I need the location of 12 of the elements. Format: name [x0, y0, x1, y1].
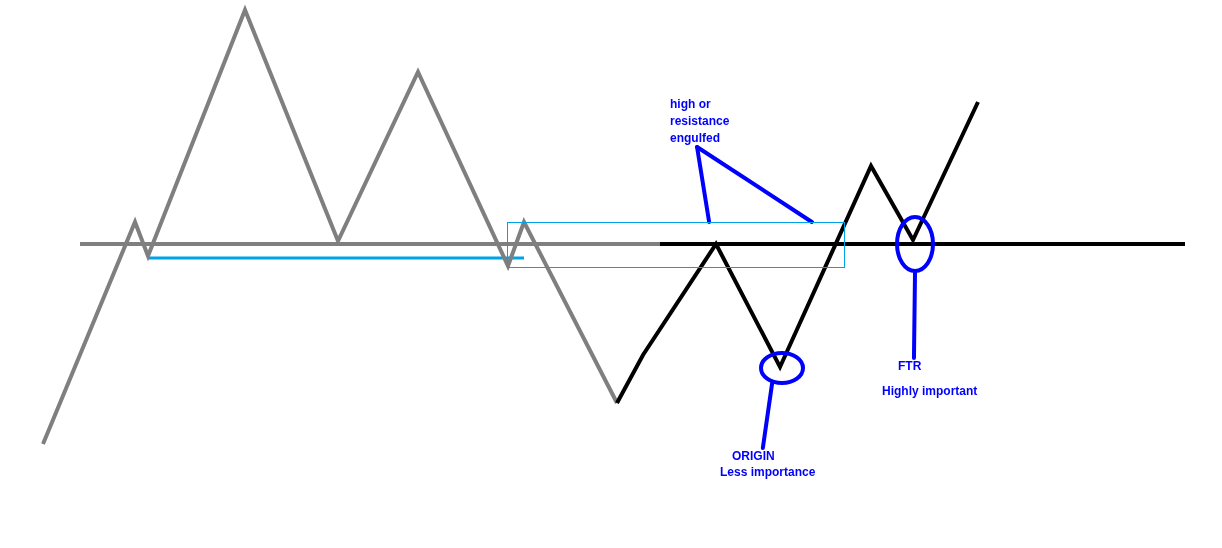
leader-line: [760, 381, 775, 450]
callout-text: high or resistance engulfed: [670, 96, 736, 147]
leader-line: [695, 145, 814, 224]
ellipse-marker: [895, 215, 935, 273]
ellipse-marker: [759, 351, 805, 385]
note-text: Highly important: [882, 383, 978, 399]
leader-line: [911, 271, 917, 360]
zone-rectangle: [507, 222, 845, 268]
note-text: Less importance: [720, 464, 816, 480]
callout-label: ORIGIN: [732, 448, 775, 464]
callout-label: FTR: [898, 358, 922, 374]
leader-line: [695, 145, 712, 224]
